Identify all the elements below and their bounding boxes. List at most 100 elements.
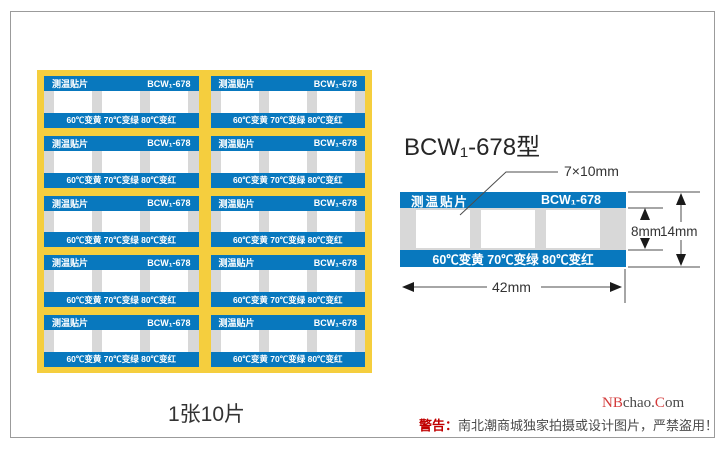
sheet-caption: 1张10片 [168,403,246,426]
sticker-header: 测温贴片 BCW₁-678 [210,315,365,331]
sticker-window [102,330,141,352]
sticker-window [150,210,189,233]
sticker-model: BCW₁-678 [313,198,357,209]
sticker-header: 测温贴片 BCW₁-678 [44,195,199,211]
sticker-window [220,91,259,113]
sticker-window-band [44,270,199,293]
brand-watermark: NBchao.Com [602,395,684,412]
sticker-scale-text: 60℃变黄 70℃变绿 80℃变红 [44,351,199,367]
sticker-window [102,270,141,293]
sticker-window [102,210,141,233]
brand-part: om [664,395,685,411]
sticker-window-band [44,330,199,352]
sticker-name: 测温贴片 [218,198,255,209]
sticker-window [220,270,259,293]
sticker-header: 测温贴片 BCW₁-678 [44,76,199,91]
sticker-model: BCW₁-678 [313,78,357,89]
total-height-label: 14mm [660,224,698,239]
sticker-header: 测温贴片 BCW₁-678 [44,135,199,151]
sticker-window [268,270,307,293]
temp-sticker: 测温贴片 BCW₁-678 60℃变黄 70℃变绿 80℃变红 [210,76,365,128]
diagram-sticker: 测温贴片 BCW₁-678 60℃变黄 70℃变绿 80℃变红 [400,192,626,267]
sticker-scale-text: 60℃变黄 70℃变绿 80℃变红 [210,172,365,188]
sticker-window-band [210,91,365,113]
sticker-name: 测温贴片 [218,79,255,89]
diagram-title: BCW₁-678型 [404,134,541,161]
sticker-window-band [210,150,365,173]
sticker-window [316,150,355,173]
warning-label: 警告： [419,418,459,433]
temp-sticker: 测温贴片 BCW₁-678 60℃变黄 70℃变绿 80℃变红 [44,195,199,248]
sticker-model: BCW₁-678 [147,317,191,328]
sticker-name: 测温贴片 [52,138,89,149]
sticker-window [268,210,307,233]
brand-part: C [654,395,665,411]
sticker-scale-text: 60℃变黄 70℃变绿 80℃变红 [210,112,365,128]
sticker-window [220,210,259,233]
sticker-header: 测温贴片 BCW₁-678 [210,135,365,151]
sticker-name: 测温贴片 [218,138,255,149]
window-size-label: 7×10mm [564,163,619,179]
sticker-name: 测温贴片 [411,194,470,209]
sticker-window [268,330,307,352]
sticker-window [481,210,535,248]
temp-sticker: 测温贴片 BCW₁-678 60℃变黄 70℃变绿 80℃变红 [44,255,199,308]
sticker-header: 测温贴片 BCW₁-678 [210,76,365,91]
sticker-sheet: 测温贴片 BCW₁-678 60℃变黄 70℃变绿 80℃变红 测温贴片 BCW… [37,70,372,373]
sticker-model: BCW₁-678 [313,257,357,268]
sticker-window [102,91,141,113]
sticker-window-band [44,210,199,233]
sticker-model: BCW₁-678 [313,138,357,149]
temp-sticker: 测温贴片 BCW₁-678 60℃变黄 70℃变绿 80℃变红 [44,135,199,188]
sticker-scale-text: 60℃变黄 70℃变绿 80℃变红 [400,250,626,267]
temp-sticker: 测温贴片 BCW₁-678 60℃变黄 70℃变绿 80℃变红 [210,195,365,248]
sticker-window [220,330,259,352]
sticker-name: 测温贴片 [52,258,89,269]
sticker-window-band [44,91,199,113]
sticker-scale-text: 60℃变黄 70℃变绿 80℃变红 [210,232,365,248]
sticker-window [416,210,470,248]
sticker-window [102,150,141,173]
temp-sticker: 测温贴片 BCW₁-678 60℃变黄 70℃变绿 80℃变红 [210,135,365,188]
brand-part: chao. [622,395,655,411]
sticker-model: BCW₁-678 [540,193,601,207]
sticker-model: BCW₁-678 [147,198,191,209]
temp-sticker: 测温贴片 BCW₁-678 60℃变黄 70℃变绿 80℃变红 [44,76,199,128]
sticker-name: 测温贴片 [52,79,89,89]
temp-sticker: 测温贴片 BCW₁-678 60℃变黄 70℃变绿 80℃变红 [210,255,365,308]
sticker-window-band [210,270,365,293]
sticker-window [54,91,93,113]
sticker-window [150,91,189,113]
brand-part: NB [602,395,623,411]
warning-note: 警告：南北潮商城独家拍摄或设计图片，严禁盗用！ [419,415,718,434]
sticker-window [54,210,93,233]
sticker-scale-text: 60℃变黄 70℃变绿 80℃变红 [210,292,365,308]
inner-height-label: 8mm [631,224,661,239]
sticker-header: 测温贴片 BCW₁-678 [210,195,365,211]
sticker-window-band [210,330,365,352]
sticker-window [54,330,93,352]
sticker-window [546,210,600,248]
sticker-model: BCW₁-678 [147,138,191,149]
sticker-window-band [44,150,199,173]
sticker-scale-text: 60℃变黄 70℃变绿 80℃变红 [210,351,365,367]
sticker-model: BCW₁-678 [313,317,357,328]
sticker-header: 测温贴片 BCW₁-678 [44,255,199,271]
sticker-window [54,150,93,173]
sticker-name: 测温贴片 [218,318,255,329]
sticker-scale-text: 60℃变黄 70℃变绿 80℃变红 [44,112,199,128]
sticker-window [316,270,355,293]
sticker-window [54,270,93,293]
sticker-window [220,150,259,173]
sticker-window [316,330,355,352]
sticker-header: 测温贴片 BCW₁-678 [44,315,199,331]
sticker-window [150,330,189,352]
sticker-name: 测温贴片 [52,198,89,209]
temp-sticker: 测温贴片 BCW₁-678 60℃变黄 70℃变绿 80℃变红 [210,315,365,367]
width-label: 42mm [492,279,531,295]
sticker-model: BCW₁-678 [147,78,191,89]
sticker-window [316,91,355,113]
sticker-scale-text: 60℃变黄 70℃变绿 80℃变红 [44,172,199,188]
sticker-window-band [210,210,365,233]
